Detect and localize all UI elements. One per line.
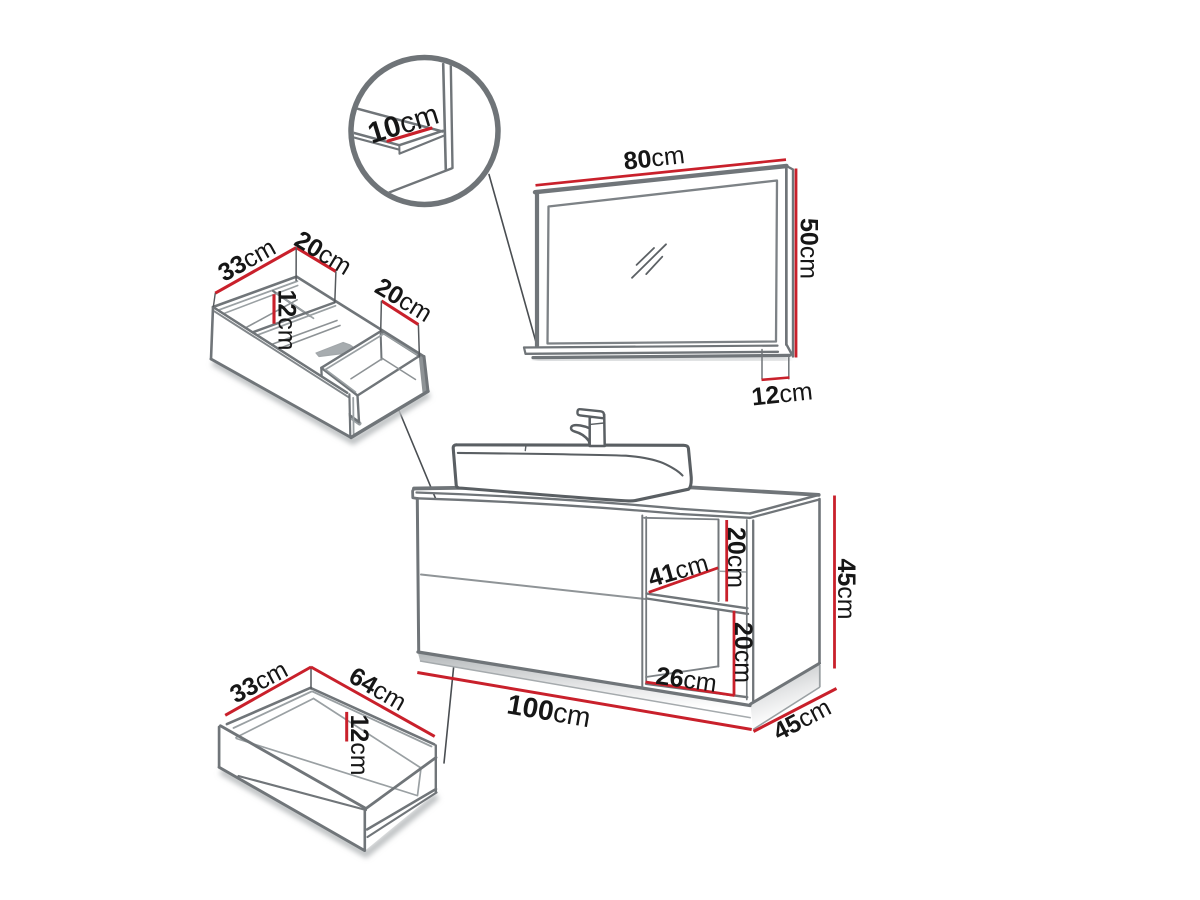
- svg-text:12cm: 12cm: [750, 377, 814, 411]
- svg-text:45cm: 45cm: [832, 558, 860, 619]
- svg-text:20cm: 20cm: [729, 622, 757, 683]
- svg-text:12cm: 12cm: [345, 714, 373, 775]
- svg-text:100cm: 100cm: [505, 689, 593, 734]
- svg-text:20cm: 20cm: [722, 527, 750, 588]
- svg-text:26cm: 26cm: [654, 662, 718, 698]
- svg-text:12cm: 12cm: [273, 289, 301, 350]
- svg-text:50cm: 50cm: [795, 218, 823, 279]
- svg-text:80cm: 80cm: [622, 141, 686, 176]
